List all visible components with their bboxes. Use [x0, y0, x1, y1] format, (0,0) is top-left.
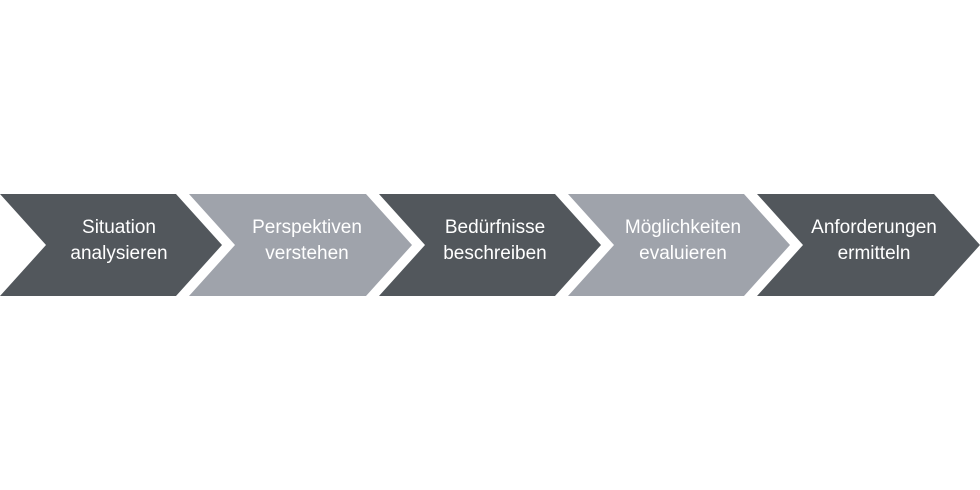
step-2-label-line-1: Perspektiven: [252, 217, 362, 238]
step-1-label-line-1: Situation: [82, 217, 156, 238]
step-1: Situation analysieren: [0, 194, 222, 296]
step-3-label-line-1: Bedürfnisse: [445, 217, 545, 238]
chevron-shape-step-5: [757, 194, 980, 296]
chevron-shape-step-1: [0, 194, 222, 296]
chevron-shape-step-4: [568, 194, 790, 296]
step-5: Anforderungen ermitteln: [757, 194, 980, 296]
chevron-shape-step-3: [379, 194, 601, 296]
step-4-label-line-1: Möglichkeiten: [625, 217, 741, 238]
step-1-label-line-2: analysieren: [70, 243, 167, 264]
step-2-label-line-2: verstehen: [265, 243, 348, 264]
step-5-label-line-2: ermitteln: [838, 243, 911, 264]
step-4: Möglichkeiten evaluieren: [568, 194, 790, 296]
step-4-label-line-2: evaluieren: [639, 243, 727, 264]
step-2: Perspektiven verstehen: [189, 194, 412, 296]
step-3-label-line-2: beschreiben: [443, 243, 547, 264]
chevron-shape-step-2: [189, 194, 412, 296]
step-5-label-line-1: Anforderungen: [811, 217, 937, 238]
step-3: Bedürfnisse beschreiben: [379, 194, 601, 296]
